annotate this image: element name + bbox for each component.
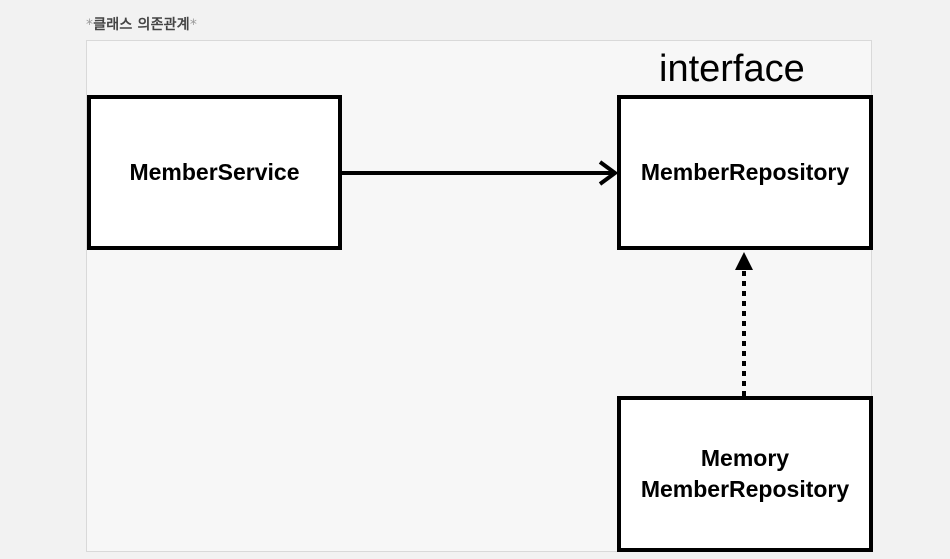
caption-star-right: * [189, 17, 198, 33]
diagram-caption: *클래스 의존관계* [86, 14, 197, 34]
implementation-arrow-head [735, 252, 753, 270]
member-repository-box: MemberRepository [617, 95, 873, 250]
interface-stereotype-label: interface [659, 48, 805, 90]
caption-text: 클래스 의존관계 [93, 17, 190, 33]
member-service-box: MemberService [87, 95, 342, 250]
memory-label-line1: Memory [700, 444, 790, 471]
memory-member-repository-box: Memory MemberRepository [617, 396, 873, 552]
member-service-label: MemberService [129, 158, 300, 185]
caption-star-left: * [86, 17, 94, 33]
memory-label-line2: MemberRepository [640, 476, 850, 502]
member-repository-label: MemberRepository [640, 158, 850, 185]
dependency-arrow-head [598, 160, 619, 186]
